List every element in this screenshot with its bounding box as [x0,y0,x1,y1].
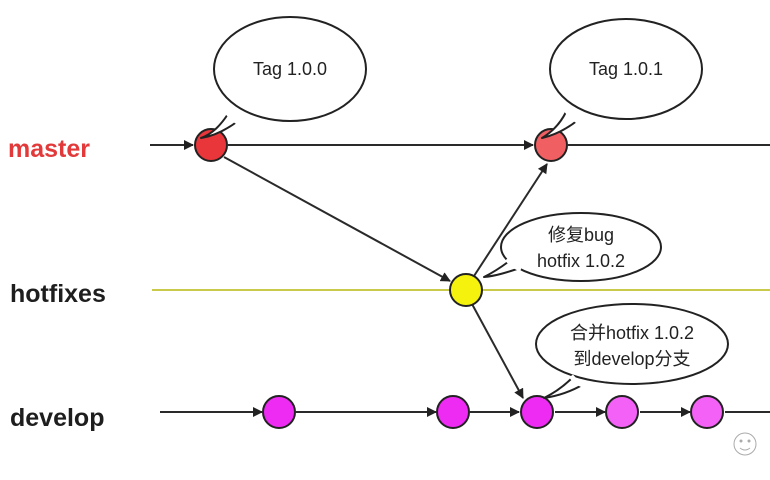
commit-develop-3 [605,395,639,429]
arrow-master-to-hotfix [223,156,451,282]
bubble-merge-text-line2: 到develop分支 [573,349,690,369]
bubble-hotfix-text-line2: hotfix 1.0.2 [537,251,625,271]
arrow-hotfix-to-master [473,163,548,277]
bubble-merge-develop: 合并hotfix 1.0.2 到develop分支 [535,303,729,399]
branch-label-master: master [8,135,90,163]
branch-label-hotfixes: hotfixes [10,280,106,308]
commit-develop-merge [520,395,554,429]
bubble-merge-text-line1: 合并hotfix 1.0.2 [570,323,694,343]
bubble-hotfix-text-line1: 修复bug [548,225,614,245]
bubble-tag-100: Tag 1.0.0 [200,16,367,139]
commit-develop-4 [690,395,724,429]
arrow-hotfix-to-develop [471,303,524,399]
bubble-tag-101-text: Tag 1.0.1 [589,59,663,79]
watermark-icon [733,432,757,456]
bubble-tag-100-text: Tag 1.0.0 [253,59,327,79]
bubble-tag-101: Tag 1.0.1 [541,18,703,139]
bubble-hotfix-fix: 修复bug hotfix 1.0.2 [483,212,662,282]
branch-label-develop: develop [10,404,104,432]
commit-hotfix [449,273,483,307]
commit-develop-1 [262,395,296,429]
commit-develop-2 [436,395,470,429]
